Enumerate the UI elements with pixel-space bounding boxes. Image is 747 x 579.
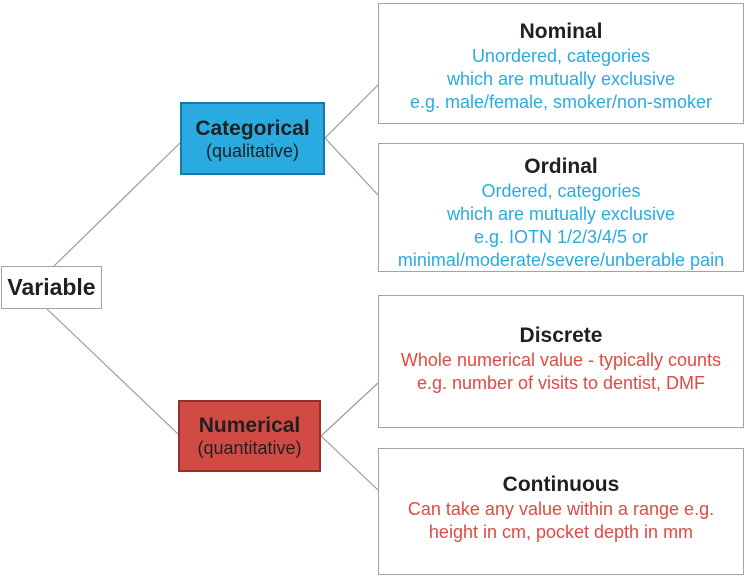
numerical-label: Numerical: [198, 414, 301, 437]
ordinal-line-3: e.g. IOTN 1/2/3/4/5 or: [473, 227, 649, 247]
variable-node: Variable: [1, 266, 102, 309]
continuous-line-1: Can take any value within a range e.g.: [407, 499, 715, 519]
categorical-label: Categorical: [195, 116, 310, 140]
discrete-box: Discrete Whole numerical value - typical…: [378, 295, 744, 428]
variable-label: Variable: [7, 274, 96, 300]
ordinal-box: Ordinal Ordered, categories which are mu…: [378, 143, 744, 272]
nominal-title: Nominal: [519, 20, 603, 43]
continuous-line-2: height in cm, pocket depth in mm: [428, 522, 694, 542]
categorical-sublabel: (qualitative): [205, 140, 300, 161]
continuous-box: Continuous Can take any value within a r…: [378, 448, 744, 575]
discrete-title: Discrete: [519, 324, 603, 347]
discrete-line-2: e.g. number of visits to dentist, DMF: [416, 373, 706, 393]
connector-numerical-discrete: [320, 382, 379, 437]
ordinal-line-4: minimal/moderate/severe/unberable pain: [397, 250, 725, 270]
discrete-line-1: Whole numerical value - typically counts: [400, 350, 722, 370]
ordinal-line-2: which are mutually exclusive: [446, 204, 676, 224]
connector-categorical-nominal: [324, 84, 379, 139]
connector-variable-categorical: [53, 142, 181, 267]
connector-numerical-continuous: [320, 435, 379, 491]
nominal-line-3: e.g. male/female, smoker/non-smoker: [409, 92, 713, 112]
categorical-node: Categorical (qualitative): [180, 102, 325, 175]
continuous-title: Continuous: [502, 473, 620, 496]
nominal-line-2: which are mutually exclusive: [446, 69, 676, 89]
numerical-sublabel: (quantitative): [197, 438, 302, 458]
connector-variable-numerical: [46, 308, 179, 435]
nominal-line-1: Unordered, categories: [471, 46, 651, 66]
numerical-node: Numerical (quantitative): [178, 400, 321, 472]
connector-categorical-ordinal: [324, 137, 379, 196]
nominal-box: Nominal Unordered, categories which are …: [378, 3, 744, 124]
ordinal-line-1: Ordered, categories: [481, 181, 641, 201]
ordinal-title: Ordinal: [524, 155, 598, 178]
